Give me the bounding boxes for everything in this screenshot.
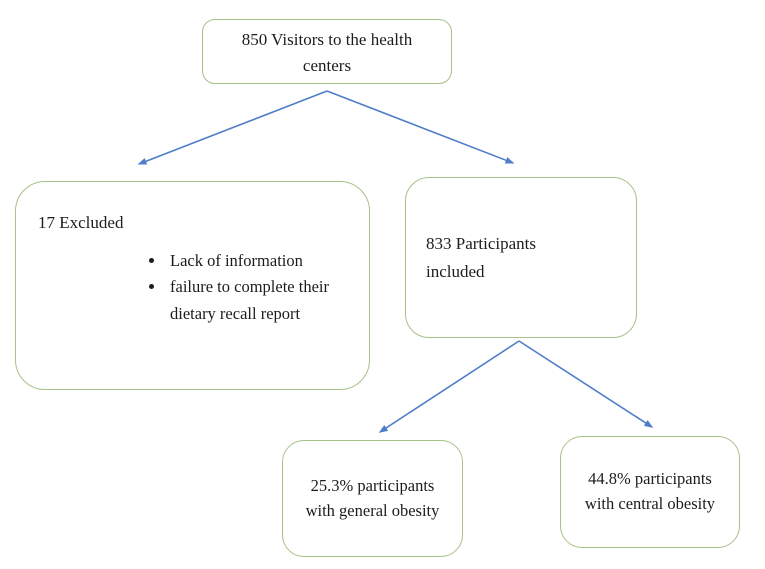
node-included: 833 Participants included bbox=[405, 177, 637, 338]
edge-visitors-included bbox=[326, 90, 515, 164]
node-visitors-label: 850 Visitors to the health centers bbox=[241, 30, 413, 75]
edge-included-central bbox=[518, 340, 654, 428]
node-general-obesity: 25.3% participants with general obesity bbox=[282, 440, 463, 557]
node-general-obesity-label: 25.3% participants with general obesity bbox=[305, 475, 440, 520]
node-excluded-label: 17 Excluded bbox=[38, 213, 124, 232]
edge-visitors-excluded bbox=[137, 90, 328, 165]
node-excluded: 17 Excluded Lack of information failure … bbox=[15, 181, 370, 390]
list-item: Lack of information bbox=[166, 248, 351, 275]
excluded-reasons-list: Lack of information failure to complete … bbox=[166, 248, 351, 328]
node-visitors: 850 Visitors to the health centers bbox=[202, 19, 452, 84]
node-central-obesity: 44.8% participants with central obesity bbox=[560, 436, 740, 548]
edge-included-general bbox=[378, 340, 520, 433]
node-central-obesity-label: 44.8% participants with central obesity bbox=[584, 469, 716, 513]
node-included-label: 833 Participants included bbox=[426, 233, 537, 281]
list-item: failure to complete their dietary recall… bbox=[166, 274, 351, 327]
